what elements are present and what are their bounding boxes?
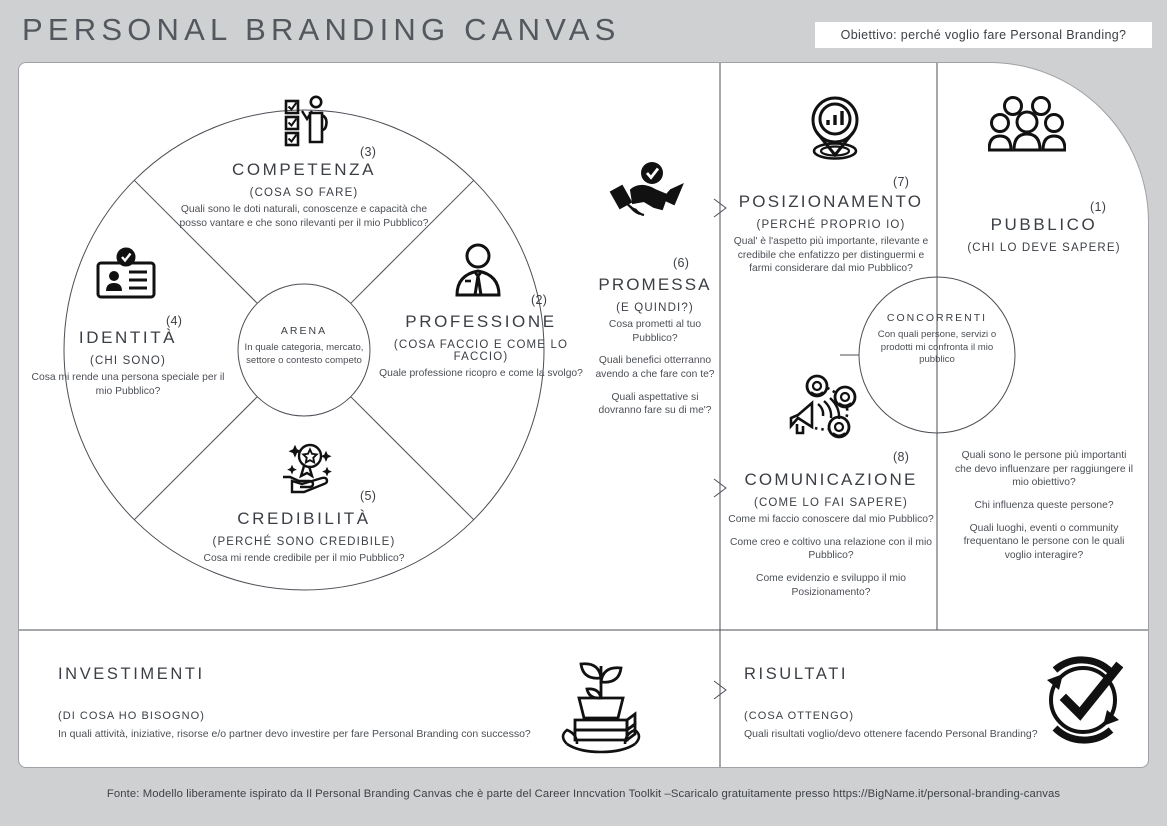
pubblico-body: Quali sono le persone più importanti che…	[952, 449, 1136, 563]
pubblico-title: PUBBLICO	[990, 215, 1098, 234]
competenza-subtitle: (COSA SO FARE)	[249, 187, 359, 199]
promessa-subtitle: (E QUINDI?)	[616, 302, 694, 314]
plant-money-growth-icon	[561, 662, 641, 754]
credibilita-q1: Cosa mi rende credibile per il mio Pubbl…	[203, 553, 405, 564]
id-card-check-icon	[96, 247, 156, 299]
concorrenti-body: Con quali persone, servizi o prodotti mi…	[877, 329, 997, 366]
credibilita-body: Cosa mi rende credibile per il mio Pubbl…	[182, 552, 426, 566]
investimenti-block[interactable]: INVESTIMENTI (DI COSA HO BISOGNO) In qua…	[58, 665, 531, 740]
posizionamento-q1: Qual' è l'aspetto più importante, rileva…	[733, 236, 929, 275]
promessa-q2: Quali benefici otterranno avendo a che f…	[595, 355, 715, 381]
professione-q1: Quale professione ricopro e come la svol…	[379, 368, 583, 379]
credibilita-title: CREDIBILITÀ	[237, 509, 371, 528]
objective-label: Obiettivo: perché voglio fare Personal B…	[840, 28, 1127, 42]
concorrenti-block[interactable]: CONCORRENTI Con quali persone, servizi o…	[876, 312, 998, 367]
professione-subtitle: (COSA FACCIO E COME LO FACCIO)	[393, 339, 569, 363]
posizionamento-subtitle: (PERCHÉ PROPRIO IO)	[756, 219, 906, 231]
competenza-q1: Quali sono le doti naturali, conoscenze …	[179, 204, 429, 229]
promessa-q1: Cosa prometti al tuo Pubblico?	[608, 319, 702, 344]
objective-box[interactable]: Obiettivo: perché voglio fare Personal B…	[815, 22, 1152, 48]
identita-q1: Cosa mi rende una persona speciale per i…	[31, 372, 225, 397]
posizionamento-block[interactable]: POSIZIONAMENTO (PERCHÉ PROPRIO IO) Qual'…	[726, 192, 936, 276]
arena-title: ARENA	[280, 325, 328, 337]
comunicazione-q1: Come mi faccio conoscere dal mio Pubblic…	[728, 514, 934, 525]
investimenti-subtitle: (DI COSA HO BISOGNO)	[58, 710, 205, 722]
comunicazione-q3: Come evidenzio e sviluppo il mio Posizio…	[756, 573, 906, 598]
businessperson-icon	[455, 243, 501, 297]
hand-award-medal-icon	[283, 443, 332, 494]
professione-block[interactable]: PROFESSIONE (COSA FACCIO E COME LO FACCI…	[370, 312, 592, 381]
professione-title: PROFESSIONE	[405, 312, 557, 331]
professione-number: (2)	[531, 293, 548, 307]
identita-body: Cosa mi rende una persona speciale per i…	[24, 371, 232, 398]
posizionamento-number: (7)	[893, 175, 910, 189]
pubblico-subtitle: (CHI LO DEVE SAPERE)	[967, 242, 1121, 254]
competenza-body: Quali sono le doti naturali, conoscenze …	[177, 203, 431, 230]
check-circle-arrows-icon	[1047, 656, 1124, 744]
arena-body: In quale categoria, mercato, settore o c…	[244, 342, 364, 366]
competenza-title: COMPETENZA	[231, 160, 377, 179]
credibilita-number: (5)	[360, 489, 377, 503]
arena-block[interactable]: ARENA In quale categoria, mercato, setto…	[240, 325, 368, 367]
location-pin-chart-icon	[811, 96, 859, 160]
pubblico-q1: Quali sono le persone più importanti che…	[954, 450, 1134, 489]
promessa-title: PROMESSA	[598, 275, 712, 294]
risultati-subtitle: (COSA OTTENGO)	[744, 710, 855, 722]
pubblico-q2: Chi influenza queste persone?	[974, 500, 1114, 512]
competenza-number: (3)	[360, 145, 377, 159]
risultati-title: RISULTATI	[744, 665, 849, 683]
comunicazione-block[interactable]: COMUNICAZIONE (COME LO FAI SAPERE) Come …	[726, 470, 936, 599]
pubblico-q3: Quali luoghi, eventi o community frequen…	[963, 522, 1125, 562]
promessa-block[interactable]: PROMESSA (E QUINDI?) Cosa prometti al tu…	[593, 275, 717, 418]
identita-number: (4)	[166, 314, 183, 328]
competenza-block[interactable]: COMPETENZA (COSA SO FARE) Quali sono le …	[177, 160, 431, 230]
concorrenti-title: CONCORRENTI	[886, 312, 988, 324]
credibilita-block[interactable]: CREDIBILITÀ (PERCHÉ SONO CREDIBILE) Cosa…	[182, 509, 426, 566]
checklist-person-icon	[284, 95, 328, 147]
risultati-block[interactable]: RISULTATI (COSA OTTENGO) Quali risultati…	[744, 665, 1038, 740]
comunicazione-q2: Come creo e coltivo una relazione con il…	[729, 536, 933, 562]
comunicazione-body: Come mi faccio conoscere dal mio Pubblic…	[726, 513, 936, 599]
group-people-icon	[988, 96, 1066, 152]
investimenti-body: In quali attività, iniziative, risorse e…	[58, 728, 531, 740]
footer-source: Fonte: Modello liberamente ispirato da I…	[106, 788, 1061, 800]
pubblico-block[interactable]: PUBBLICO (CHI LO DEVE SAPERE)	[944, 215, 1144, 254]
posizionamento-title: POSIZIONAMENTO	[738, 192, 924, 211]
investimenti-title: INVESTIMENTI	[58, 665, 205, 683]
identita-title: IDENTITÀ	[78, 328, 178, 347]
risultati-body: Quali risultati voglio/devo ottenere fac…	[744, 728, 1038, 740]
handshake-check-icon	[609, 162, 684, 217]
comunicazione-subtitle: (COME LO FAI SAPERE)	[754, 497, 908, 509]
identita-subtitle: (CHI SONO)	[89, 355, 167, 367]
page-title: PERSONAL BRANDING CANVAS	[22, 12, 621, 47]
promessa-q3: Quali aspettative si dovranno fare su di…	[598, 391, 712, 417]
promessa-number: (6)	[673, 256, 690, 270]
promessa-body: Cosa prometti al tuo Pubblico? Quali ben…	[593, 318, 717, 418]
identita-block[interactable]: IDENTITÀ (CHI SONO) Cosa mi rende una pe…	[24, 328, 232, 398]
pubblico-number: (1)	[1090, 200, 1107, 214]
comunicazione-number: (8)	[893, 450, 910, 464]
credibilita-subtitle: (PERCHÉ SONO CREDIBILE)	[212, 536, 396, 548]
professione-body: Quale professione ricopro e come la svol…	[370, 367, 592, 381]
comunicazione-title: COMUNICAZIONE	[744, 470, 918, 489]
pubblico-questions[interactable]: Quali sono le persone più importanti che…	[952, 445, 1136, 563]
megaphone-network-icon	[789, 374, 857, 439]
posizionamento-body: Qual' è l'aspetto più importante, rileva…	[726, 235, 936, 276]
